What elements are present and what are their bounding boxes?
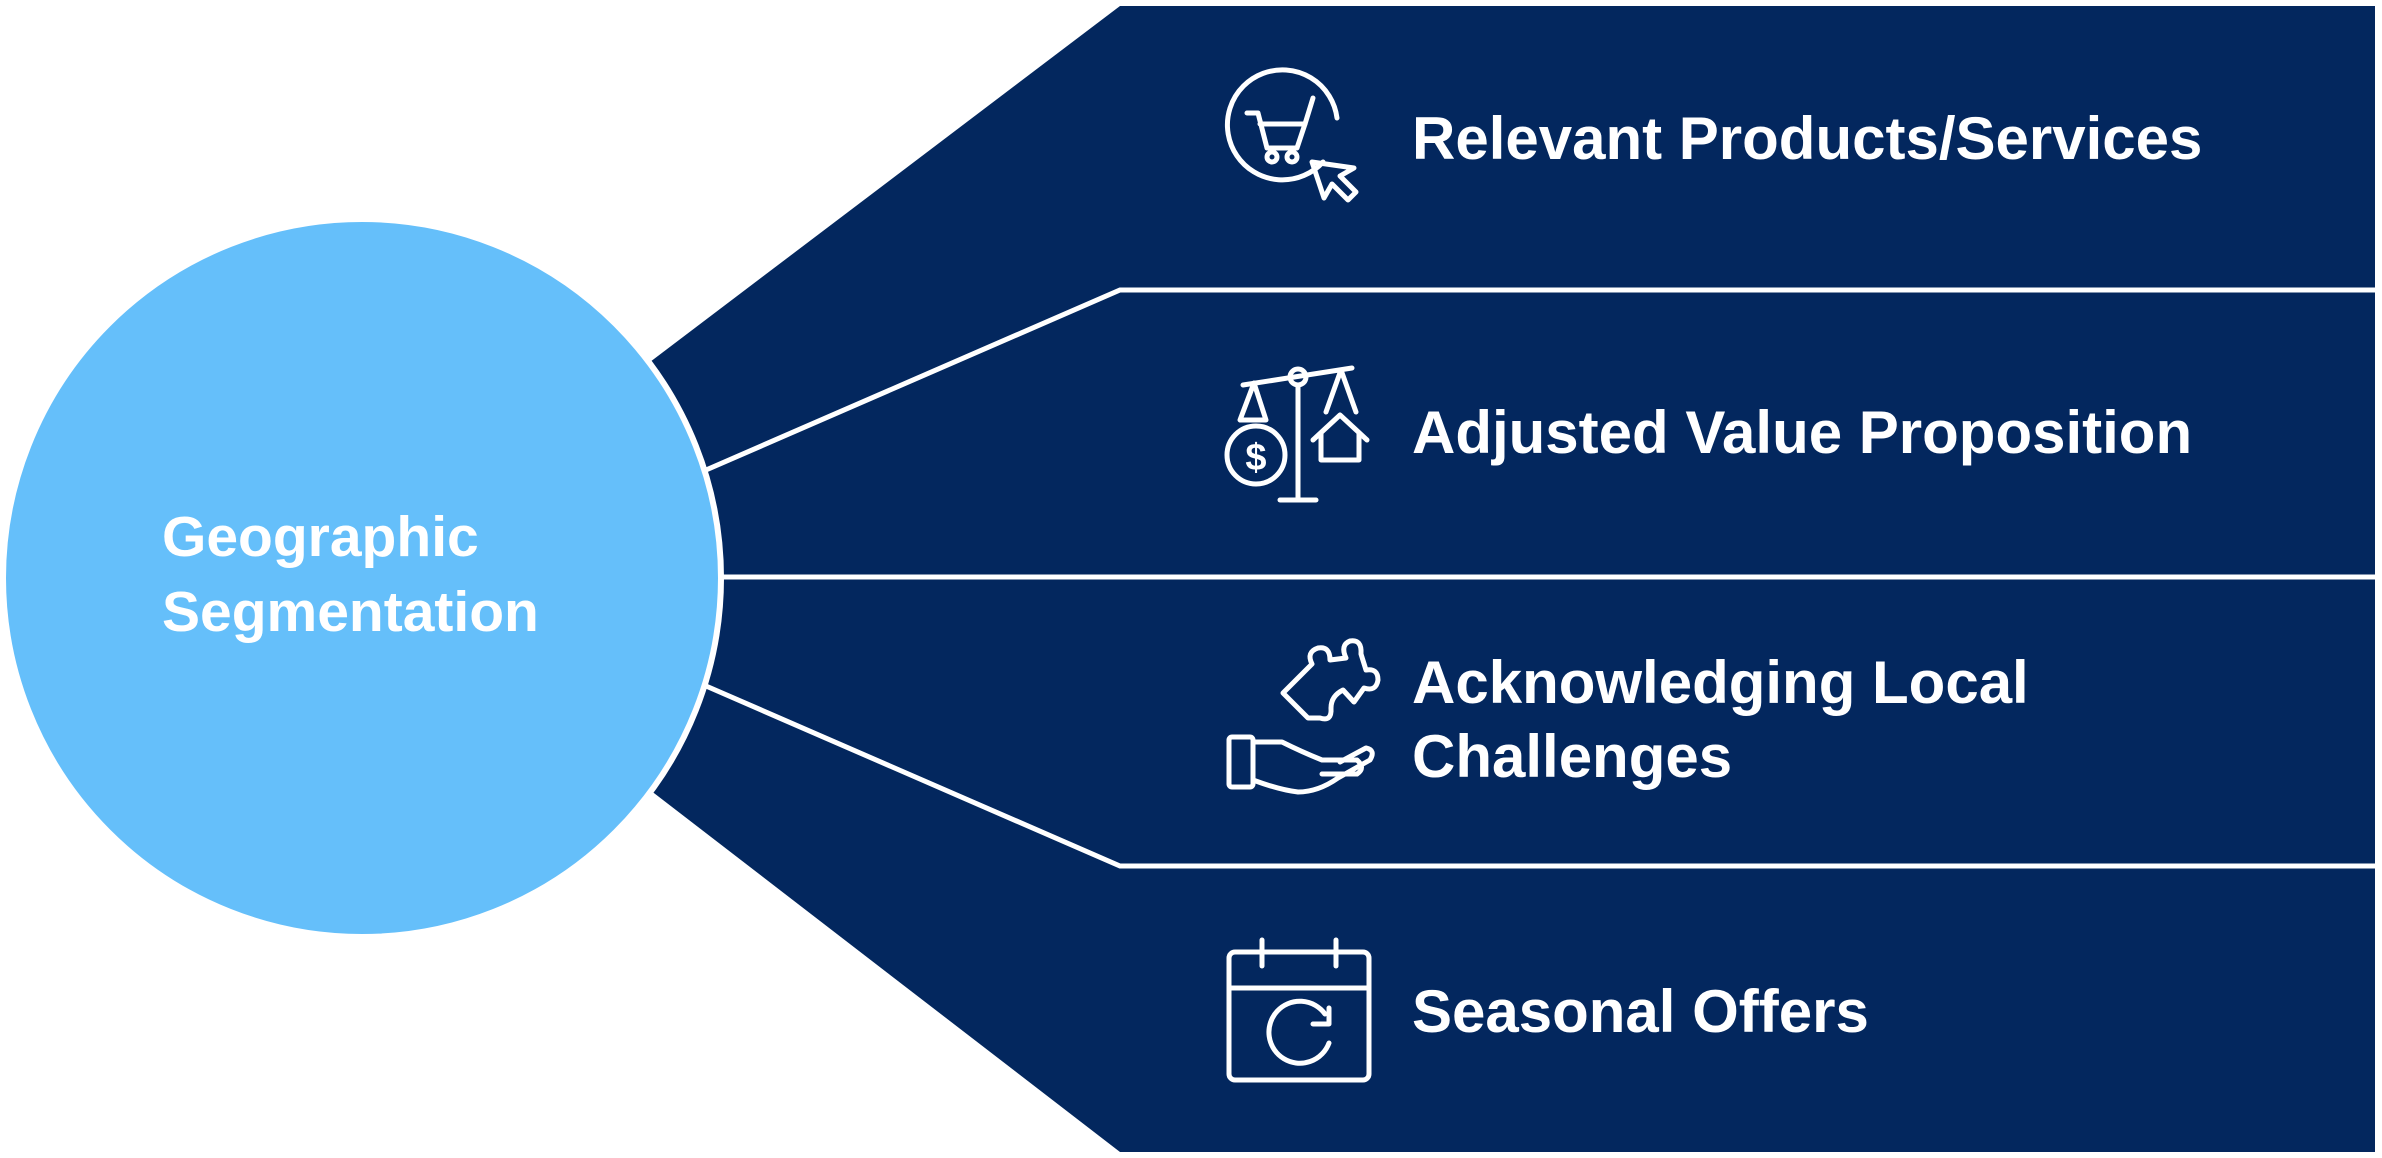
divider-1 (705, 287, 2375, 473)
segment-item-value-proposition: $ Adjusted Value Proposition (1224, 365, 2192, 503)
hand-puzzle-icon (1226, 638, 1381, 795)
item-label-local-challenges-line1: Acknowledging Local (1412, 649, 2029, 716)
calendar-refresh-icon (1226, 937, 1372, 1083)
center-title-line2: Segmentation (162, 580, 539, 644)
item-label-local-challenges-line2: Challenges (1412, 723, 1732, 790)
item-label-seasonal-offers: Seasonal Offers (1412, 978, 1869, 1045)
item-label-products: Relevant Products/Services (1412, 105, 2202, 172)
divider-3 (705, 683, 2375, 869)
item-label-value-proposition: Adjusted Value Proposition (1412, 399, 2192, 466)
segment-item-seasonal-offers: Seasonal Offers (1226, 937, 1869, 1083)
segment-dividers (705, 287, 2375, 869)
svg-text:$: $ (1245, 437, 1266, 479)
segment-item-products: Relevant Products/Services (1224, 67, 2202, 203)
shopping-cart-cursor-icon (1224, 67, 1359, 203)
balance-scale-icon: $ (1224, 365, 1370, 503)
center-circle (0, 216, 724, 940)
segment-item-local-challenges: Acknowledging Local Challenges (1226, 638, 2029, 795)
center-title-line1: Geographic (162, 505, 479, 569)
